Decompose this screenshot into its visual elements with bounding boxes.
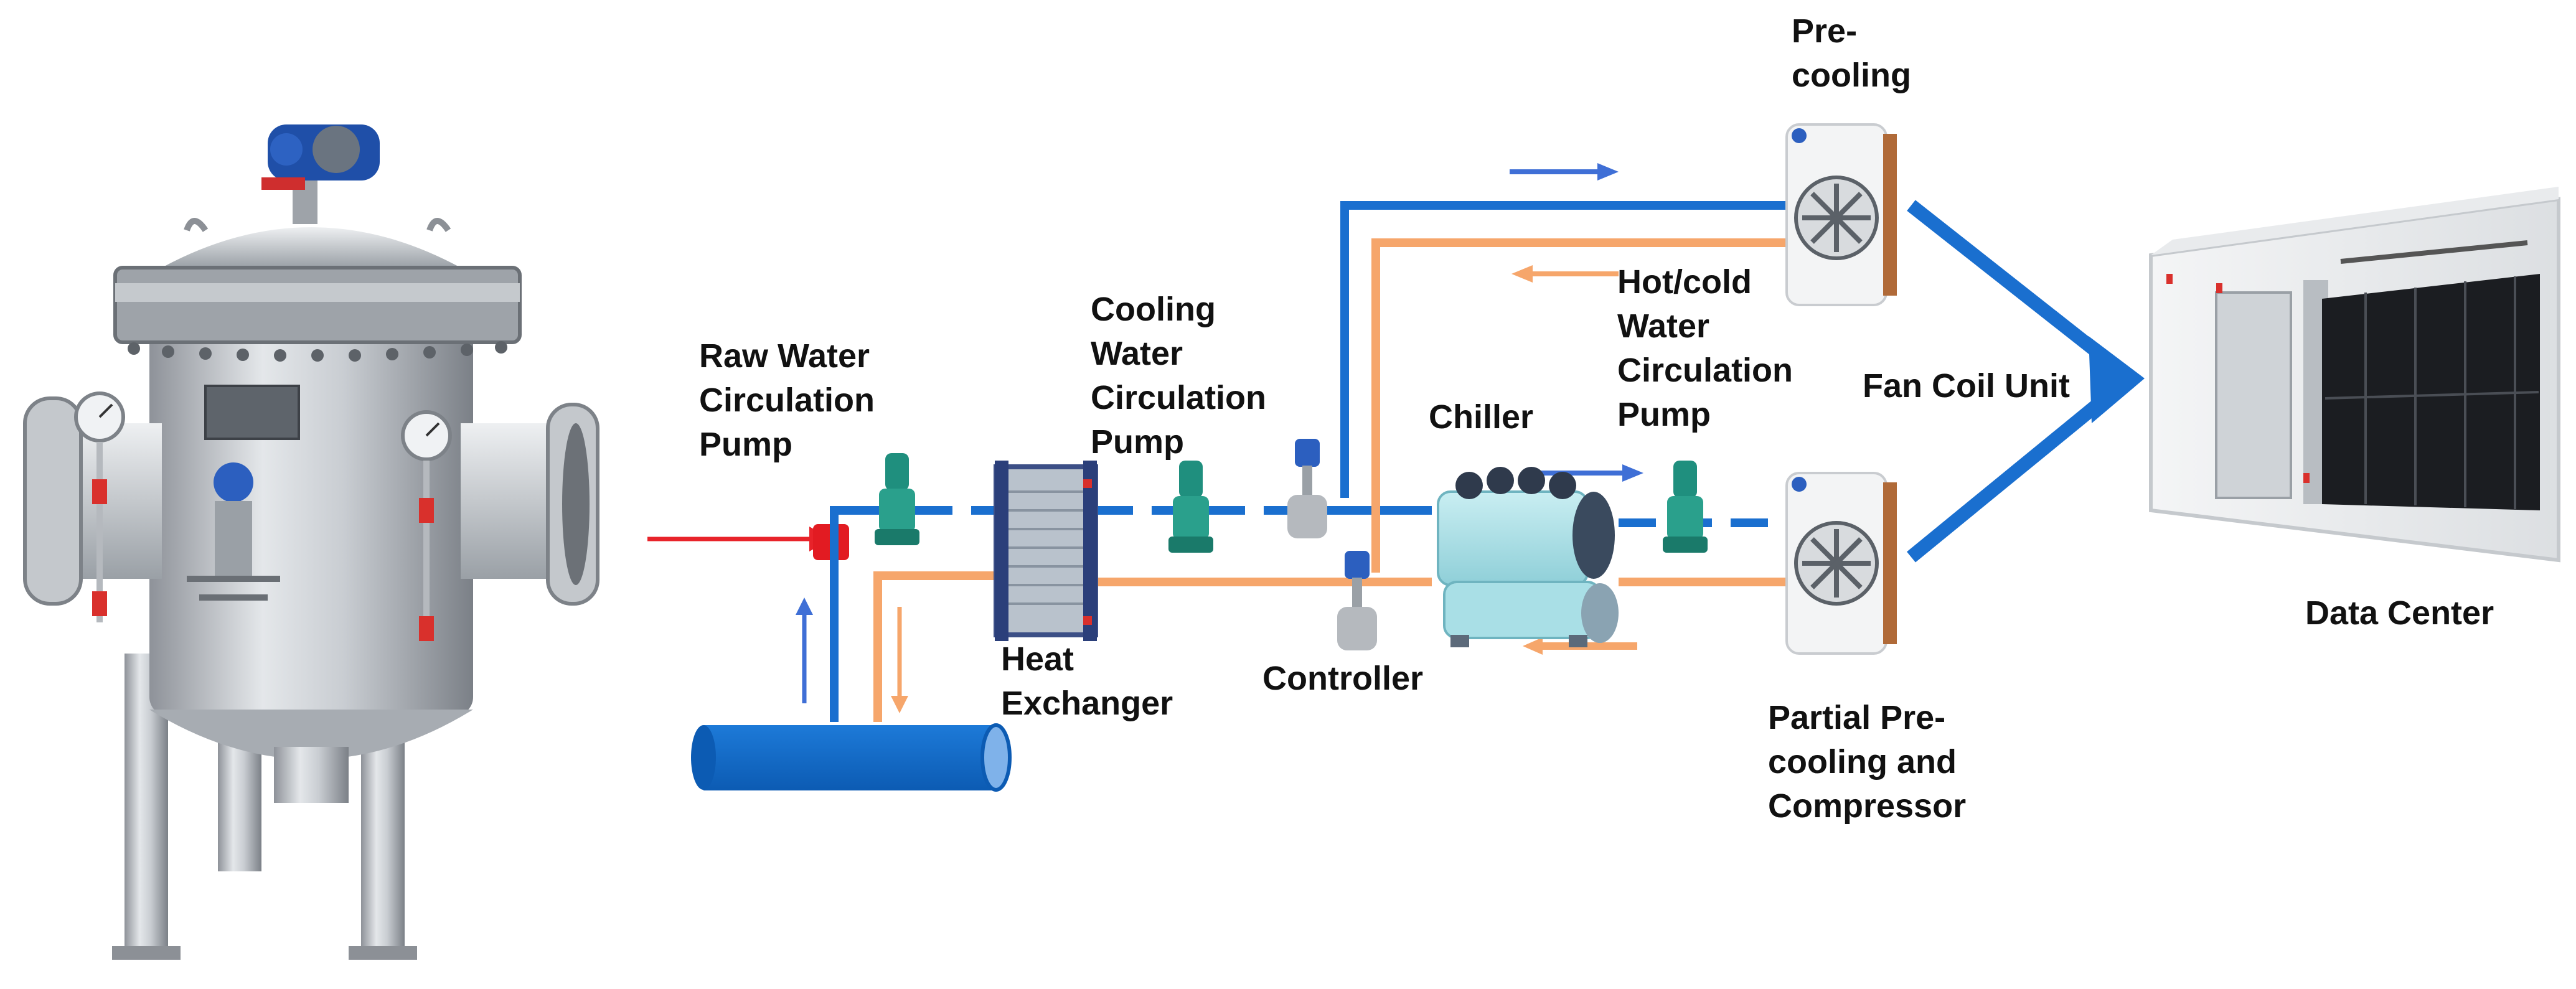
controller-valve-icon bbox=[1287, 439, 1327, 538]
filter-vessel-image bbox=[23, 124, 599, 960]
return-line bbox=[873, 571, 996, 722]
filter-flange bbox=[113, 266, 522, 344]
data-center-label: Data Center bbox=[2305, 594, 2494, 632]
cooling-water-pump-icon bbox=[1168, 461, 1213, 553]
partial-pre-cooling-label: Partial Pre- cooling and Compressor bbox=[1768, 699, 1967, 825]
arrow-up-icon bbox=[796, 598, 813, 615]
pre-cooling-supply-line bbox=[1340, 201, 1787, 498]
filter-dome bbox=[162, 227, 461, 268]
arrow-left-icon bbox=[1523, 637, 1543, 655]
raw-water-tank bbox=[691, 723, 1012, 792]
filter-nameplate bbox=[204, 385, 300, 440]
flow-arrows bbox=[796, 163, 1643, 713]
data-center-image bbox=[2149, 187, 2560, 563]
chiller-label: Chiller bbox=[1429, 398, 1534, 436]
cooling-water-pump-label: Cooling Water Circulation Pump bbox=[1091, 291, 1267, 461]
fan-coil-unit-label: Fan Coil Unit bbox=[1863, 367, 2070, 405]
arrow-right-icon bbox=[2089, 336, 2145, 423]
raw-water-pump-icon bbox=[875, 453, 919, 545]
chiller-icon bbox=[1437, 467, 1619, 647]
controller-valve-icon bbox=[1337, 551, 1377, 650]
inlet-flange bbox=[23, 396, 83, 606]
pre-cooling-fan-coil-icon bbox=[1785, 123, 1897, 306]
arrow-right-icon bbox=[1622, 464, 1643, 482]
controller-label: Controller bbox=[1262, 660, 1424, 697]
pre-cooling-label: Pre- cooling bbox=[1792, 12, 1911, 94]
arrow-down-icon bbox=[891, 696, 908, 713]
pre-cooling-return-line bbox=[1371, 238, 1787, 573]
motor-image bbox=[261, 124, 380, 190]
arrow-left-icon bbox=[1511, 265, 1533, 283]
fan-coil-arrows bbox=[1907, 200, 2145, 563]
partial-pre-cooling-fan-coil-icon bbox=[1785, 472, 1897, 655]
hot-cold-pump-icon bbox=[1663, 461, 1708, 553]
arrow-right-icon bbox=[1597, 163, 1619, 180]
transmitter-icon bbox=[214, 462, 253, 502]
heat-exchanger-label: Heat Exchanger bbox=[1001, 640, 1173, 722]
raw-water-pump-label: Raw Water Circulation Pump bbox=[699, 337, 875, 463]
heat-exchanger-icon bbox=[994, 461, 1098, 641]
filter-leg bbox=[218, 734, 261, 871]
hot-cold-pump-label: Hot/cold Water Circulation Pump bbox=[1617, 263, 1793, 433]
